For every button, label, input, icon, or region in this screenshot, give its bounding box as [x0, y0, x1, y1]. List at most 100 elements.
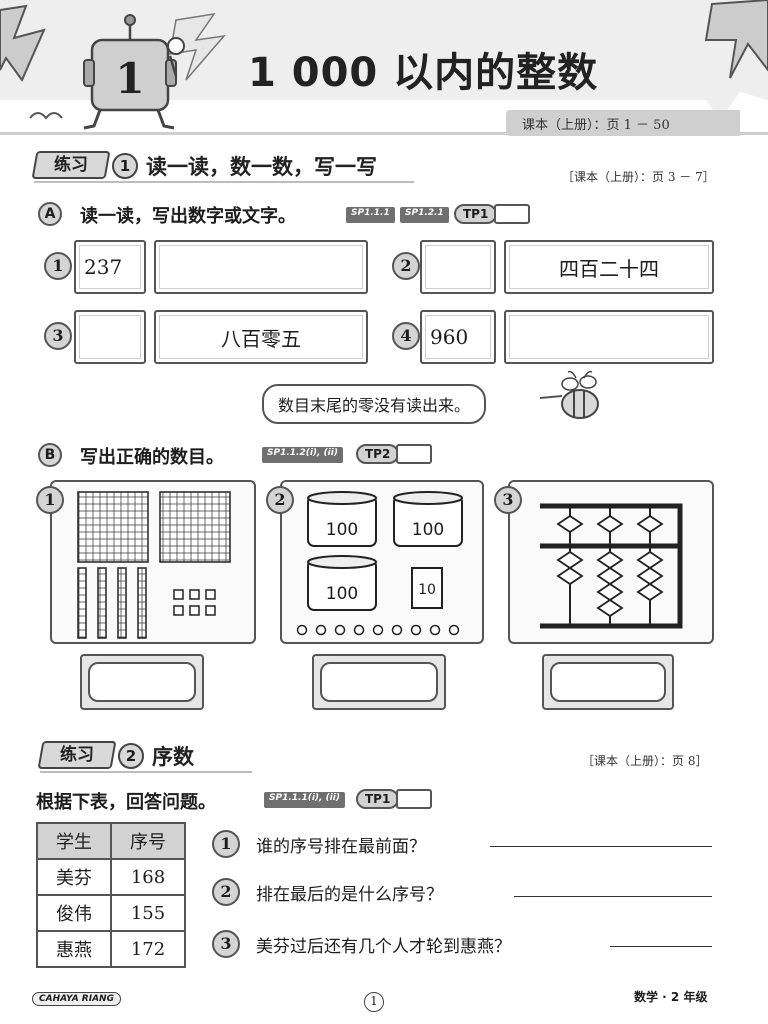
- unit-number: 1: [115, 54, 145, 103]
- question-text: 谁的序号排在最前面？: [256, 837, 426, 857]
- skill-code-tag: SP1.1.1: [346, 207, 395, 223]
- bee-mascot-icon: [540, 370, 599, 419]
- page-number: 1: [364, 992, 384, 1012]
- answer-box[interactable]: [550, 662, 666, 702]
- jar-label: 100: [325, 584, 359, 604]
- one-cube: [205, 589, 216, 600]
- item-number-badge: 4: [392, 322, 420, 350]
- table-row: 俊伟 155: [36, 894, 186, 932]
- exercise2-instruction: 根据下表，回答问题。: [36, 792, 216, 813]
- skill-code-tag: SP1.1.2(i), (ii): [262, 447, 343, 463]
- question-number-badge: 1: [212, 830, 240, 858]
- exercise-badge: 练习: [37, 741, 117, 769]
- section-a-instruction: 读一读，写出数字或文字。: [80, 206, 296, 227]
- item-number-badge: 3: [44, 322, 72, 350]
- panel-number-badge: 3: [494, 486, 522, 514]
- exercise-title: 读一读，数一数，写一写: [146, 155, 377, 179]
- column-header: 序号: [110, 822, 186, 860]
- unit-title: 1 000 以内的整数: [248, 50, 599, 96]
- jar-label: 100: [325, 520, 359, 540]
- exercise2-ref: ［课本（上册）：页 8］: [582, 754, 708, 768]
- answer-line[interactable]: [490, 846, 712, 847]
- student-name-cell: 俊伟: [36, 894, 112, 932]
- box-label: 10: [418, 582, 436, 598]
- bird-icon: [29, 112, 63, 120]
- ten-rod: [77, 567, 87, 639]
- item-number-badge: 1: [44, 252, 72, 280]
- answer-box[interactable]: [88, 662, 196, 702]
- tp-answer-box[interactable]: [494, 204, 530, 224]
- skill-code-tag: SP1.1.1(i), (ii): [264, 792, 345, 808]
- exercise1-header: 练习 1 读一读，数一数，写一写: [31, 148, 414, 183]
- question-number-badge: 2: [212, 878, 240, 906]
- skill-code-tag: SP1.2.1: [400, 207, 449, 223]
- jar-100: [307, 491, 377, 547]
- words-box[interactable]: [504, 310, 714, 364]
- ten-rod: [117, 567, 127, 639]
- answer-frame: [312, 654, 446, 710]
- ten-rod: [97, 567, 107, 639]
- exercise-number: 2: [118, 743, 144, 769]
- exercise-number: 1: [112, 153, 138, 179]
- tp-answer-box[interactable]: [396, 444, 432, 464]
- textbook-page-ref: 课本（上册）：页 1 － 50: [506, 110, 740, 136]
- jar-label: 100: [411, 520, 445, 540]
- answer-line[interactable]: [514, 896, 712, 897]
- subject-grade: 数学 · 2 年级: [634, 990, 708, 1004]
- tp-answer-box[interactable]: [396, 789, 432, 809]
- number-box[interactable]: [420, 240, 496, 294]
- number-box[interactable]: 237: [74, 240, 146, 294]
- base-ten-blocks: [77, 491, 231, 639]
- question-text: 美芬过后还有几个人才轮到惠燕？: [256, 937, 511, 957]
- panel-number-badge: 2: [266, 486, 294, 514]
- hundred-block: [159, 491, 231, 563]
- exercise2-header: 练习 2 序数: [37, 738, 252, 773]
- jar-100: [393, 491, 463, 547]
- tp-level-tag: TP1: [454, 204, 498, 224]
- exercise-underline: [40, 771, 252, 773]
- words-box[interactable]: 四百二十四: [504, 240, 714, 294]
- ones-circles: [296, 624, 460, 636]
- abacus-beads: [556, 514, 664, 618]
- question-number-badge: 3: [212, 930, 240, 958]
- question-text: 排在最后的是什么序号？: [256, 885, 443, 905]
- section-a-letter: A: [38, 202, 62, 226]
- answer-line[interactable]: [610, 946, 712, 947]
- answer-box[interactable]: [320, 662, 438, 702]
- words-box[interactable]: 八百零五: [154, 310, 368, 364]
- one-cube: [173, 589, 184, 600]
- tp-level-tag: TP1: [356, 789, 400, 809]
- number-box[interactable]: [74, 310, 146, 364]
- one-cube: [189, 605, 200, 616]
- robot-mascot-icon: [83, 14, 185, 130]
- rank-number-cell: 172: [110, 930, 186, 968]
- column-header: 学生: [36, 822, 112, 860]
- exercise-badge: 练习: [31, 151, 111, 179]
- jars-illustration: [296, 491, 463, 636]
- exercise1-ref: ［课本（上册）：页 3 － 7］: [562, 170, 715, 184]
- ranking-table: 学生 序号 美芬 168 俊伟 155 惠燕 172: [36, 822, 186, 968]
- one-cube: [205, 605, 216, 616]
- section-b-instruction: 写出正确的数目。: [80, 447, 224, 468]
- header-banner: [0, 0, 768, 135]
- ten-rod: [137, 567, 147, 639]
- section-b-letter: B: [38, 443, 62, 467]
- publisher-logo: CAHAYA RIANG: [32, 992, 121, 1006]
- item-number-badge: 2: [392, 252, 420, 280]
- rank-number-cell: 155: [110, 894, 186, 932]
- number-box[interactable]: 960: [420, 310, 496, 364]
- exercise-title: 序数: [152, 745, 194, 769]
- student-name-cell: 惠燕: [36, 930, 112, 968]
- one-cube: [173, 605, 184, 616]
- tp-level-tag: TP2: [356, 444, 400, 464]
- tip-bubble: 数目末尾的零没有读出来。: [262, 384, 487, 424]
- abacus: [540, 503, 683, 629]
- table-row: 惠燕 172: [36, 930, 186, 968]
- table-header-row: 学生 序号: [36, 822, 186, 860]
- answer-frame: [80, 654, 204, 710]
- words-box[interactable]: [154, 240, 368, 294]
- answer-frame: [542, 654, 674, 710]
- one-cube: [189, 589, 200, 600]
- exercise-underline: [34, 181, 414, 183]
- panel-number-badge: 1: [36, 486, 64, 514]
